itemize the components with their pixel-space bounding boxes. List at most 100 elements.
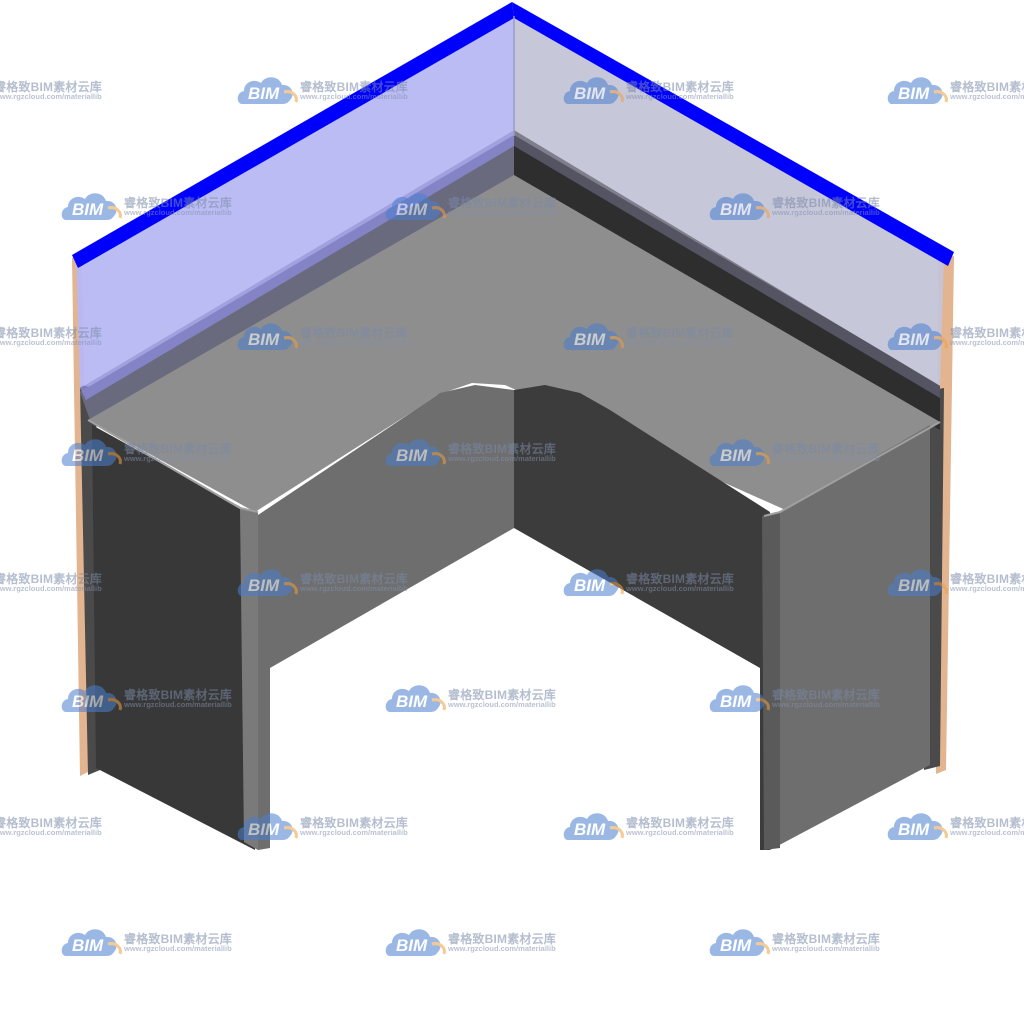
watermark-logo-text: BIM <box>898 820 930 839</box>
cloud-logo-icon <box>61 439 122 466</box>
watermark: BIM 睿格致BIM素材云库 www.rgzcloud.com/material… <box>562 70 752 110</box>
watermark: BIM 睿格致BIM素材云库 www.rgzcloud.com/material… <box>708 186 898 226</box>
watermark-url: www.rgzcloud.com/materiallib <box>300 828 408 837</box>
watermark-name: 睿格致BIM素材云库 <box>300 572 408 586</box>
watermark-logo-text: BIM <box>574 576 606 595</box>
watermark-name: 睿格致BIM素材云库 <box>626 816 734 830</box>
cloud-logo-icon <box>563 569 624 596</box>
watermark-url: www.rgzcloud.com/materiallib <box>124 700 232 709</box>
watermark-url: www.rgzcloud.com/materiallib <box>0 584 102 593</box>
watermark-name: 睿格致BIM素材云库 <box>124 442 232 456</box>
inner-right-panel <box>514 385 770 850</box>
watermark-name: 睿格致BIM素材云库 <box>448 196 556 210</box>
watermark: BIM 睿格致BIM素材云库 www.rgzcloud.com/material… <box>886 562 1024 602</box>
watermark-logo-text: BIM <box>396 936 428 955</box>
watermark-name: 睿格致BIM素材云库 <box>950 80 1024 94</box>
watermark-logo-text: BIM <box>72 200 104 219</box>
glass-bottom-right <box>514 130 940 398</box>
watermark-name: 睿格致BIM素材云库 <box>626 80 734 94</box>
watermark-url: www.rgzcloud.com/materiallib <box>124 208 232 217</box>
watermark: BIM 睿格致BIM素材云库 www.rgzcloud.com/material… <box>384 186 574 226</box>
watermark: BIM 睿格致BIM素材云库 www.rgzcloud.com/material… <box>236 806 426 846</box>
watermark: BIM 睿格致BIM素材云库 www.rgzcloud.com/material… <box>708 678 898 718</box>
watermark: BIM 睿格致BIM素材云库 www.rgzcloud.com/material… <box>0 316 120 356</box>
watermark: BIM 睿格致BIM素材云库 www.rgzcloud.com/material… <box>60 186 250 226</box>
watermark-name: 睿格致BIM素材云库 <box>448 688 556 702</box>
watermark-logo-text: BIM <box>574 84 606 103</box>
watermark-url: www.rgzcloud.com/materiallib <box>950 584 1024 593</box>
watermark-logo-text: BIM <box>248 820 280 839</box>
watermark-name: 睿格致BIM素材云库 <box>0 816 102 830</box>
watermark-url: www.rgzcloud.com/materiallib <box>626 828 734 837</box>
watermark: BIM 睿格致BIM素材云库 www.rgzcloud.com/material… <box>0 562 120 602</box>
watermark-name: 睿格致BIM素材云库 <box>950 326 1024 340</box>
watermark-logo-text: BIM <box>248 330 280 349</box>
watermark-logo-text: BIM <box>574 820 606 839</box>
watermark-url: www.rgzcloud.com/materiallib <box>950 92 1024 101</box>
watermark-logo-text: BIM <box>720 446 752 465</box>
cloud-logo-icon <box>385 193 446 220</box>
watermark-name: 睿格致BIM素材云库 <box>448 932 556 946</box>
watermark-name: 睿格致BIM素材云库 <box>772 688 880 702</box>
watermark: BIM 睿格致BIM素材云库 www.rgzcloud.com/material… <box>886 806 1024 846</box>
watermark: BIM 睿格致BIM素材云库 www.rgzcloud.com/material… <box>384 432 574 472</box>
watermark-logo-text: BIM <box>72 692 104 711</box>
watermark: BIM 睿格致BIM素材云库 www.rgzcloud.com/material… <box>60 922 250 962</box>
watermark-url: www.rgzcloud.com/materiallib <box>950 338 1024 347</box>
counter-right-edge <box>763 421 941 517</box>
watermark-name: 睿格致BIM素材云库 <box>950 572 1024 586</box>
watermark: BIM 睿格致BIM素材云库 www.rgzcloud.com/material… <box>708 922 898 962</box>
cloud-logo-icon <box>237 813 298 840</box>
watermark: BIM 睿格致BIM素材云库 www.rgzcloud.com/material… <box>236 70 426 110</box>
watermark-url: www.rgzcloud.com/materiallib <box>124 944 232 953</box>
cloud-logo-icon <box>709 929 770 956</box>
watermark-url: www.rgzcloud.com/materiallib <box>772 454 880 463</box>
watermark-name: 睿格致BIM素材云库 <box>772 442 880 456</box>
watermark-logo-text: BIM <box>898 84 930 103</box>
watermark-name: 睿格致BIM素材云库 <box>300 326 408 340</box>
watermark-url: www.rgzcloud.com/materiallib <box>300 338 408 347</box>
cloud-logo-icon <box>237 323 298 350</box>
watermark-logo-text: BIM <box>898 330 930 349</box>
watermark: BIM 睿格致BIM素材云库 www.rgzcloud.com/material… <box>562 806 752 846</box>
right-base-edge <box>762 512 780 850</box>
watermark-name: 睿格致BIM素材云库 <box>448 442 556 456</box>
watermark-url: www.rgzcloud.com/materiallib <box>448 454 556 463</box>
watermark-url: www.rgzcloud.com/materiallib <box>0 92 102 101</box>
watermark-name: 睿格致BIM素材云库 <box>772 932 880 946</box>
glass-panel-left <box>76 10 514 388</box>
cloud-logo-icon <box>237 77 298 104</box>
watermark-logo-text: BIM <box>248 576 280 595</box>
watermark-name: 睿格致BIM素材云库 <box>300 80 408 94</box>
cloud-logo-icon <box>61 685 122 712</box>
watermark-name: 睿格致BIM素材云库 <box>772 196 880 210</box>
watermark: BIM 睿格致BIM素材云库 www.rgzcloud.com/material… <box>886 316 1024 356</box>
inner-left-panel <box>258 385 514 850</box>
watermark-url: www.rgzcloud.com/materiallib <box>626 584 734 593</box>
cloud-logo-icon <box>563 813 624 840</box>
watermark-logo-text: BIM <box>720 200 752 219</box>
watermark-url: www.rgzcloud.com/materiallib <box>300 584 408 593</box>
watermark-url: www.rgzcloud.com/materiallib <box>626 338 734 347</box>
watermark-url: www.rgzcloud.com/materiallib <box>300 92 408 101</box>
cloud-logo-icon <box>887 813 948 840</box>
cloud-logo-icon <box>709 439 770 466</box>
watermark-logo-text: BIM <box>72 936 104 955</box>
watermark-name: 睿格致BIM素材云库 <box>300 816 408 830</box>
watermark-name: 睿格致BIM素材云库 <box>626 326 734 340</box>
cloud-logo-icon <box>237 569 298 596</box>
cloud-logo-icon <box>61 929 122 956</box>
watermark-url: www.rgzcloud.com/materiallib <box>772 700 880 709</box>
watermark: BIM 睿格致BIM素材云库 www.rgzcloud.com/material… <box>236 316 426 356</box>
watermark-url: www.rgzcloud.com/materiallib <box>950 828 1024 837</box>
watermark-name: 睿格致BIM素材云库 <box>950 816 1024 830</box>
watermark-logo-text: BIM <box>574 330 606 349</box>
glass-top-edge-right <box>512 2 954 266</box>
watermark: BIM 睿格致BIM素材云库 www.rgzcloud.com/material… <box>384 922 574 962</box>
watermark: BIM 睿格致BIM素材云库 www.rgzcloud.com/material… <box>0 806 120 846</box>
watermark-name: 睿格致BIM素材云库 <box>626 572 734 586</box>
cloud-logo-icon <box>887 323 948 350</box>
watermark-url: www.rgzcloud.com/materiallib <box>448 944 556 953</box>
watermark-url: www.rgzcloud.com/materiallib <box>772 208 880 217</box>
